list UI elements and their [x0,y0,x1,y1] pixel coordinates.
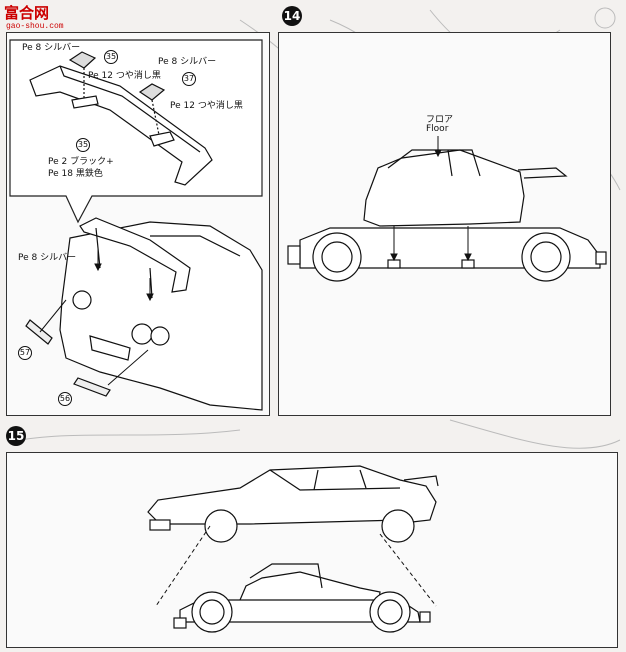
label-silver-mid: Pe 8 シルバー [158,57,217,67]
part-number-35-a: 35 [104,50,118,64]
part-number-56: 56 [58,392,72,406]
watermark-url: gao-shou.com [6,22,64,31]
part-number-35-b: 35 [76,138,90,152]
watermark-logo: 富合网 [4,4,50,22]
label-silver-top: Pe 8 シルバー [22,43,81,53]
part-number-57: 57 [18,346,32,360]
label-black-iron: Pe 18 黒鉄色 [48,169,103,179]
label-black-plus: Pe 2 ブラック+ [48,157,114,167]
floor-label-en: Floor [426,124,449,134]
floor-label-jp: フロア [426,115,454,125]
step14-badge: 14 [282,6,302,26]
step15-badge: 15 [6,426,26,446]
label-matte-black-1: Pe 12 つや消し黒 [88,71,161,81]
label-silver-car: Pe 8 シルバー [18,253,77,263]
label-matte-black-2: Pe 12 つや消し黒 [170,101,243,111]
part-number-37: 37 [182,72,196,86]
